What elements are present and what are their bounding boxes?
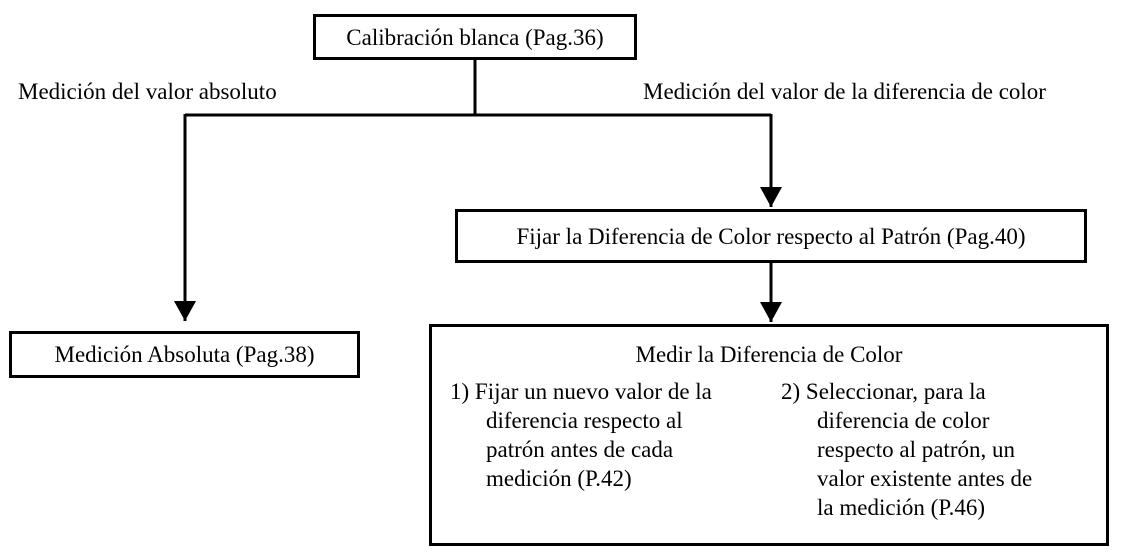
absolute-measurement-box: Medición Absoluta (Pag.38) bbox=[9, 331, 360, 378]
option-line: patrón antes de cada bbox=[486, 437, 674, 462]
white-calibration-box: Calibración blanca (Pag.36) bbox=[313, 14, 637, 60]
color-difference-branch-label: Medición del valor de la diferencia de c… bbox=[643, 79, 1046, 104]
measure-color-difference-box: Medir la Diferencia de Color 1) Fijar un… bbox=[429, 324, 1109, 546]
option-line: la medición (P.46) bbox=[817, 495, 985, 520]
white-calibration-label: Calibración blanca (Pag.36) bbox=[346, 24, 604, 50]
option-text: Fijar un nuevo valor de la bbox=[474, 379, 712, 404]
option-number: 2) bbox=[781, 379, 801, 404]
option-existing-value: 2) Seleccionar, para la diferencia de co… bbox=[781, 377, 1032, 522]
set-color-difference-label: Fijar la Diferencia de Color respecto al… bbox=[516, 223, 1026, 249]
option-line: medición (P.42) bbox=[486, 466, 632, 491]
absolute-value-branch-label: Medición del valor absoluto bbox=[18, 79, 277, 104]
measure-color-difference-title: Medir la Diferencia de Color bbox=[635, 342, 903, 367]
absolute-measurement-label: Medición Absoluta (Pag.38) bbox=[54, 342, 315, 367]
option-line: diferencia de color bbox=[817, 408, 990, 433]
set-color-difference-box: Fijar la Diferencia de Color respecto al… bbox=[455, 209, 1087, 263]
option-new-value: 1) Fijar un nuevo valor de la diferencia… bbox=[450, 377, 712, 493]
option-number: 1) bbox=[450, 379, 470, 404]
option-line: 1) Fijar un nuevo valor de la bbox=[450, 377, 712, 406]
option-line: diferencia respecto al bbox=[486, 408, 683, 433]
option-line: 2) Seleccionar, para la bbox=[781, 377, 1032, 406]
option-line: valor existente antes de bbox=[817, 466, 1033, 491]
option-text: Seleccionar, para la bbox=[805, 379, 986, 404]
option-line: respecto al patrón, un bbox=[817, 437, 1015, 462]
